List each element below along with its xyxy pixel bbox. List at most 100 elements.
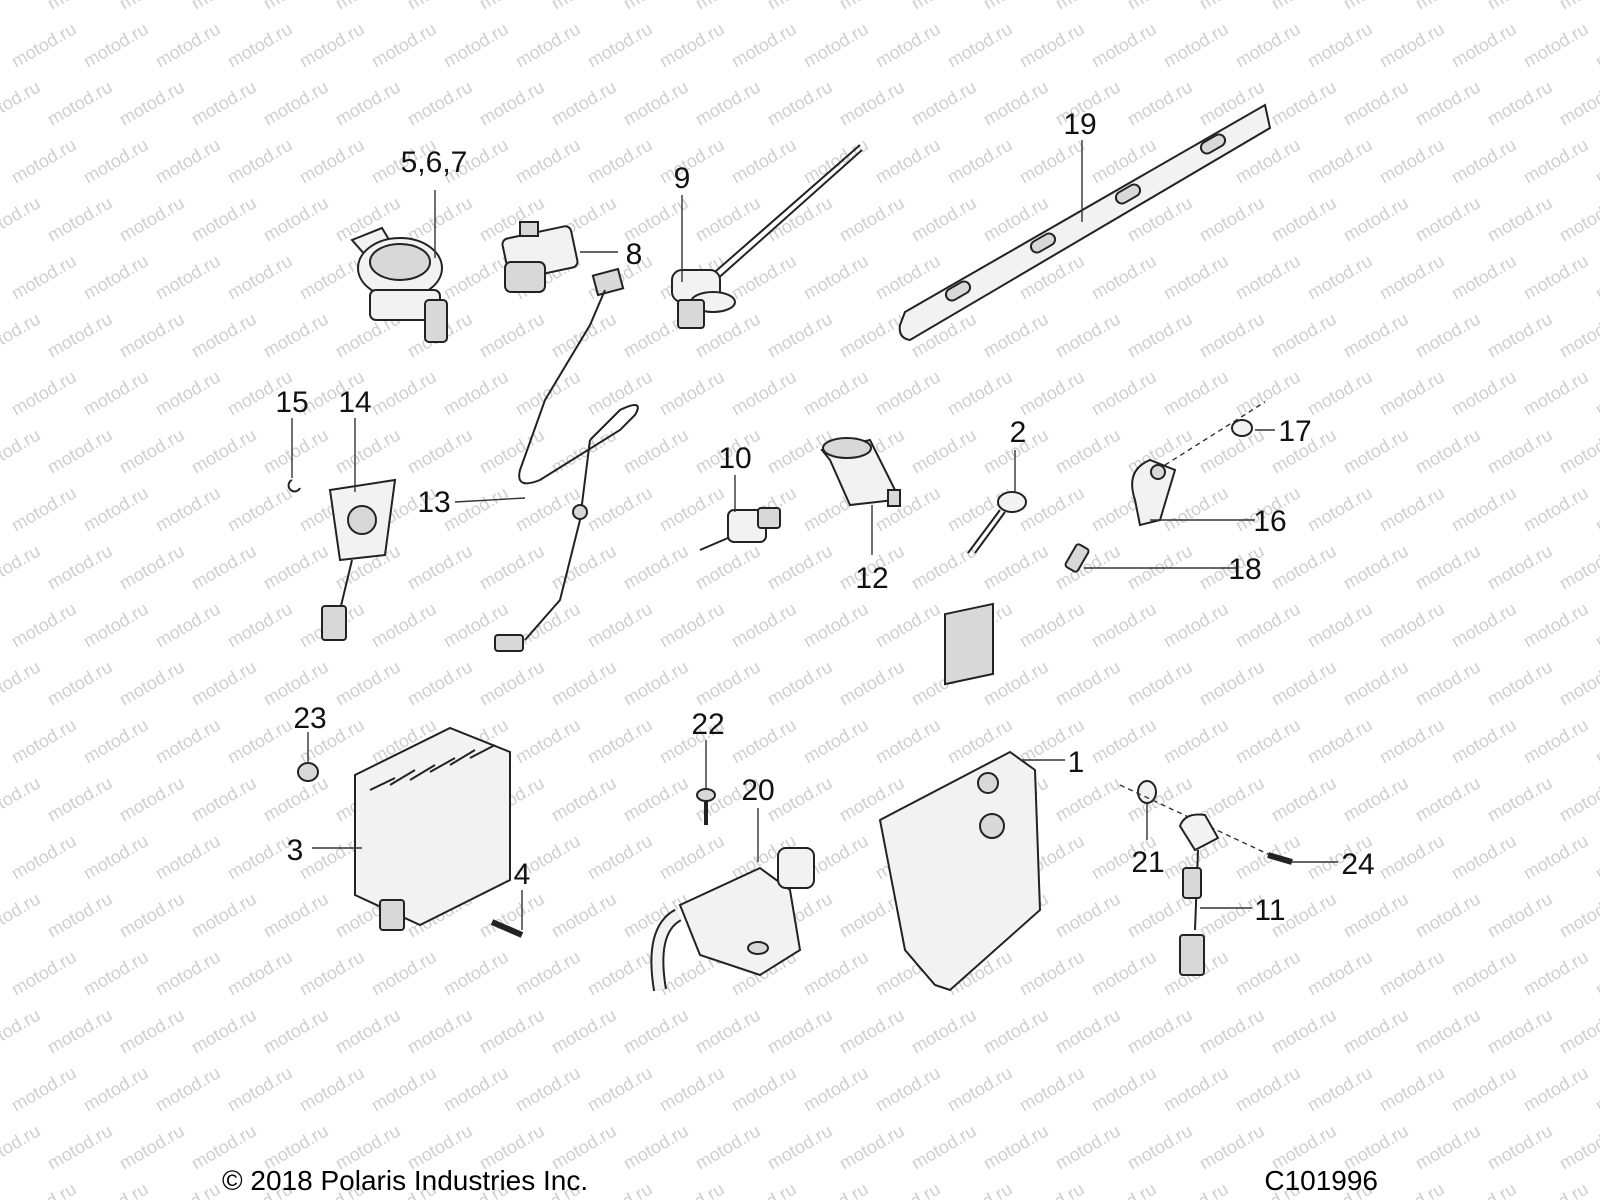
- watermark-text: motod.ru: [872, 135, 944, 188]
- watermark-text: motod.ru: [1592, 1179, 1600, 1200]
- watermark-text: motod.ru: [1232, 715, 1304, 768]
- watermark-text: motod.ru: [332, 657, 404, 710]
- watermark-text: motod.ru: [1412, 0, 1484, 13]
- watermark-text: motod.ru: [1124, 77, 1196, 130]
- watermark-text: motod.ru: [404, 77, 476, 130]
- watermark-text: motod.ru: [908, 193, 980, 246]
- watermark-text: motod.ru: [656, 1179, 728, 1200]
- watermark-text: motod.ru: [1124, 0, 1196, 13]
- watermark-text: motod.ru: [152, 831, 224, 884]
- watermark-text: motod.ru: [764, 541, 836, 594]
- watermark-text: motod.ru: [1160, 19, 1232, 72]
- watermark-text: motod.ru: [836, 193, 908, 246]
- watermark-text: motod.ru: [368, 1063, 440, 1116]
- watermark-text: motod.ru: [1160, 715, 1232, 768]
- watermark-text: motod.ru: [548, 773, 620, 826]
- watermark-text: motod.ru: [620, 657, 692, 710]
- watermark-text: motod.ru: [152, 367, 224, 420]
- watermark-text: motod.ru: [764, 0, 836, 13]
- watermark-text: motod.ru: [404, 657, 476, 710]
- watermark-text: motod.ru: [152, 1063, 224, 1116]
- watermark-text: motod.ru: [1412, 889, 1484, 942]
- watermark-text: motod.ru: [692, 657, 764, 710]
- watermark-text: motod.ru: [728, 367, 800, 420]
- watermark-text: motod.ru: [368, 367, 440, 420]
- watermark-text: motod.ru: [584, 19, 656, 72]
- watermark-text: motod.ru: [260, 425, 332, 478]
- watermark-text: motod.ru: [1232, 19, 1304, 72]
- watermark-text: motod.ru: [1016, 1063, 1088, 1116]
- watermark-text: motod.ru: [1520, 367, 1592, 420]
- watermark-text: motod.ru: [224, 483, 296, 536]
- watermark-text: motod.ru: [1052, 0, 1124, 13]
- watermark-text: motod.ru: [116, 773, 188, 826]
- watermark-text: motod.ru: [656, 599, 728, 652]
- watermark-text: motod.ru: [1556, 657, 1600, 710]
- watermark-text: motod.ru: [0, 309, 44, 362]
- watermark-text: motod.ru: [188, 193, 260, 246]
- watermark-text: motod.ru: [1052, 773, 1124, 826]
- watermark-text: motod.ru: [44, 889, 116, 942]
- watermark-text: motod.ru: [188, 77, 260, 130]
- watermark-text: motod.ru: [1196, 425, 1268, 478]
- callout-24: 24: [1341, 848, 1374, 881]
- watermark-text: motod.ru: [1412, 1121, 1484, 1174]
- watermark-text: motod.ru: [764, 657, 836, 710]
- callout-10: 10: [718, 442, 751, 475]
- watermark-text: motod.ru: [692, 1005, 764, 1058]
- watermark-text: motod.ru: [440, 1063, 512, 1116]
- watermark-text: motod.ru: [1160, 367, 1232, 420]
- watermark-text: motod.ru: [836, 1121, 908, 1174]
- watermark-text: motod.ru: [872, 715, 944, 768]
- watermark-text: motod.ru: [584, 1179, 656, 1200]
- watermark-text: motod.ru: [1016, 483, 1088, 536]
- leader-lines: [291, 140, 1338, 930]
- watermark-text: motod.ru: [116, 541, 188, 594]
- watermark-text: motod.ru: [152, 135, 224, 188]
- watermark-text: motod.ru: [1160, 1063, 1232, 1116]
- watermark-text: motod.ru: [584, 947, 656, 1000]
- watermark-text: motod.ru: [1556, 193, 1600, 246]
- watermark-text: motod.ru: [1088, 19, 1160, 72]
- watermark-text: motod.ru: [8, 19, 80, 72]
- watermark-text: motod.ru: [1556, 309, 1600, 362]
- watermark-text: motod.ru: [800, 715, 872, 768]
- watermark-text: motod.ru: [0, 773, 44, 826]
- watermark-text: motod.ru: [260, 889, 332, 942]
- watermark-text: motod.ru: [1088, 1063, 1160, 1116]
- watermark-text: motod.ru: [116, 1005, 188, 1058]
- watermark-text: motod.ru: [1376, 1179, 1448, 1200]
- watermark-text: motod.ru: [224, 251, 296, 304]
- watermark-text: motod.ru: [1412, 541, 1484, 594]
- watermark-text: motod.ru: [1556, 541, 1600, 594]
- watermark-text: motod.ru: [1016, 1179, 1088, 1200]
- watermark-text: motod.ru: [476, 425, 548, 478]
- watermark-text: motod.ru: [1520, 135, 1592, 188]
- watermark-text: motod.ru: [152, 599, 224, 652]
- watermark-text: motod.ru: [1484, 773, 1556, 826]
- watermark-text: motod.ru: [80, 831, 152, 884]
- watermark-text: motod.ru: [44, 309, 116, 362]
- watermark-text: motod.ru: [8, 483, 80, 536]
- watermark-text: motod.ru: [1340, 77, 1412, 130]
- watermark-text: motod.ru: [1592, 1063, 1600, 1116]
- watermark-text: motod.ru: [224, 715, 296, 768]
- watermark-text: motod.ru: [0, 0, 44, 13]
- watermark-text: motod.ru: [188, 425, 260, 478]
- callout-9: 9: [674, 162, 691, 195]
- watermark-text: motod.ru: [836, 1005, 908, 1058]
- figure-id: C101996: [1264, 1165, 1378, 1196]
- watermark-text: motod.ru: [836, 0, 908, 13]
- watermark-text: motod.ru: [548, 657, 620, 710]
- watermark-text: motod.ru: [1088, 1179, 1160, 1200]
- watermark-text: motod.ru: [1520, 19, 1592, 72]
- callout-11: 11: [1254, 894, 1285, 927]
- watermark-text: motod.ru: [872, 19, 944, 72]
- watermark-text: motod.ru: [224, 831, 296, 884]
- watermark-text: motod.ru: [1268, 773, 1340, 826]
- watermark-text: motod.ru: [980, 0, 1052, 13]
- watermark-text: motod.ru: [476, 309, 548, 362]
- watermark-text: motod.ru: [1484, 425, 1556, 478]
- watermark-text: motod.ru: [1484, 889, 1556, 942]
- callout-1: 1: [1068, 746, 1085, 779]
